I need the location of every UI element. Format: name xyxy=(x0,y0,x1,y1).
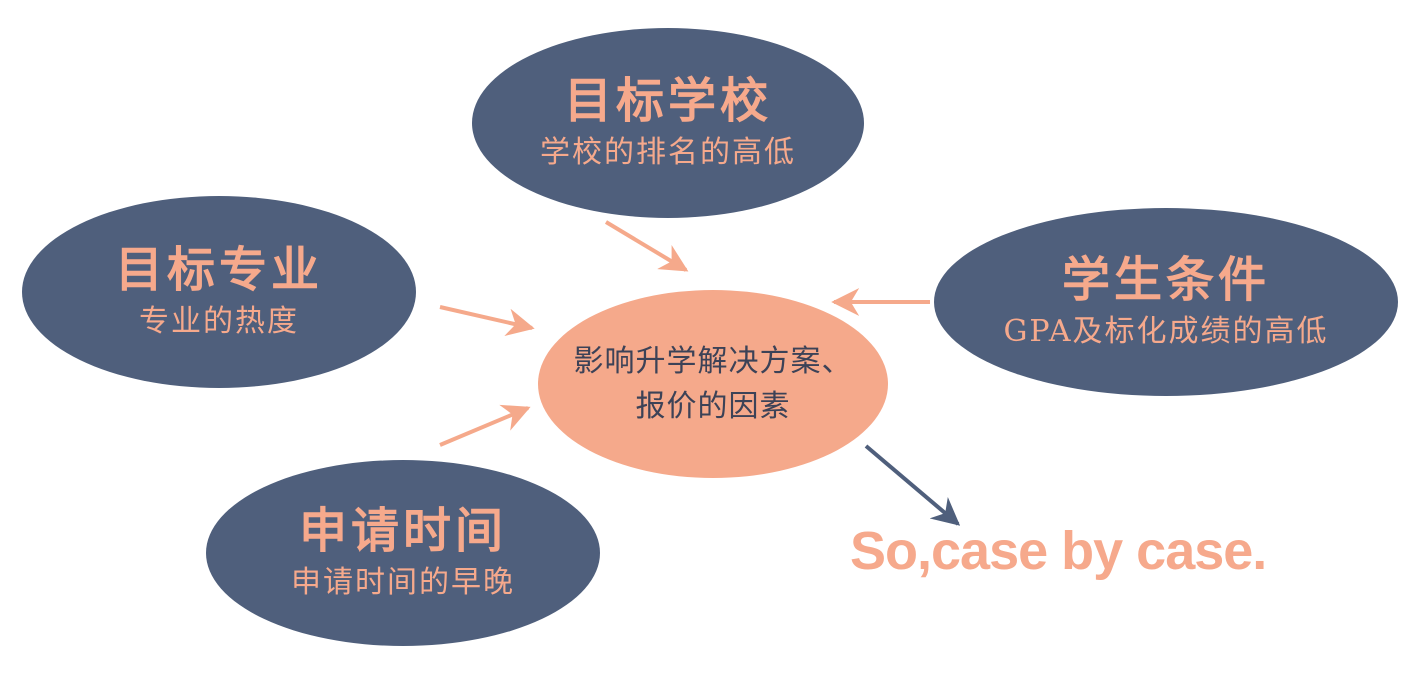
center-line-2: 报价的因素 xyxy=(635,389,791,424)
center-line-1: 影响升学解决方案、 xyxy=(573,344,853,379)
node-target-major: 目标专业 专业的热度 xyxy=(22,196,416,388)
arrow-major-to-center xyxy=(439,305,535,337)
node-title: 申请时间 xyxy=(298,502,507,559)
arrow-time-to-center xyxy=(439,404,531,447)
node-title: 学生条件 xyxy=(1061,251,1270,308)
center-node: 影响升学解决方案、 报价的因素 xyxy=(538,290,888,478)
node-subtitle: GPA及标化成绩的高低 xyxy=(1003,313,1329,349)
node-subtitle: 学校的排名的高低 xyxy=(540,134,796,170)
node-application-time: 申请时间 申请时间的早晚 xyxy=(206,460,600,646)
arrow-center-to-conclusion xyxy=(864,444,961,526)
node-target-school: 目标学校 学校的排名的高低 xyxy=(472,28,864,218)
node-title: 目标学校 xyxy=(563,72,772,129)
conclusion-text: So,case by case. xyxy=(850,521,1267,581)
node-subtitle: 专业的热度 xyxy=(139,303,299,339)
arrow-school-to-center xyxy=(604,220,689,272)
node-student-conditions: 学生条件 GPA及标化成绩的高低 xyxy=(934,208,1398,396)
node-title: 目标专业 xyxy=(114,241,323,298)
node-subtitle: 申请时间的早晚 xyxy=(291,564,515,600)
